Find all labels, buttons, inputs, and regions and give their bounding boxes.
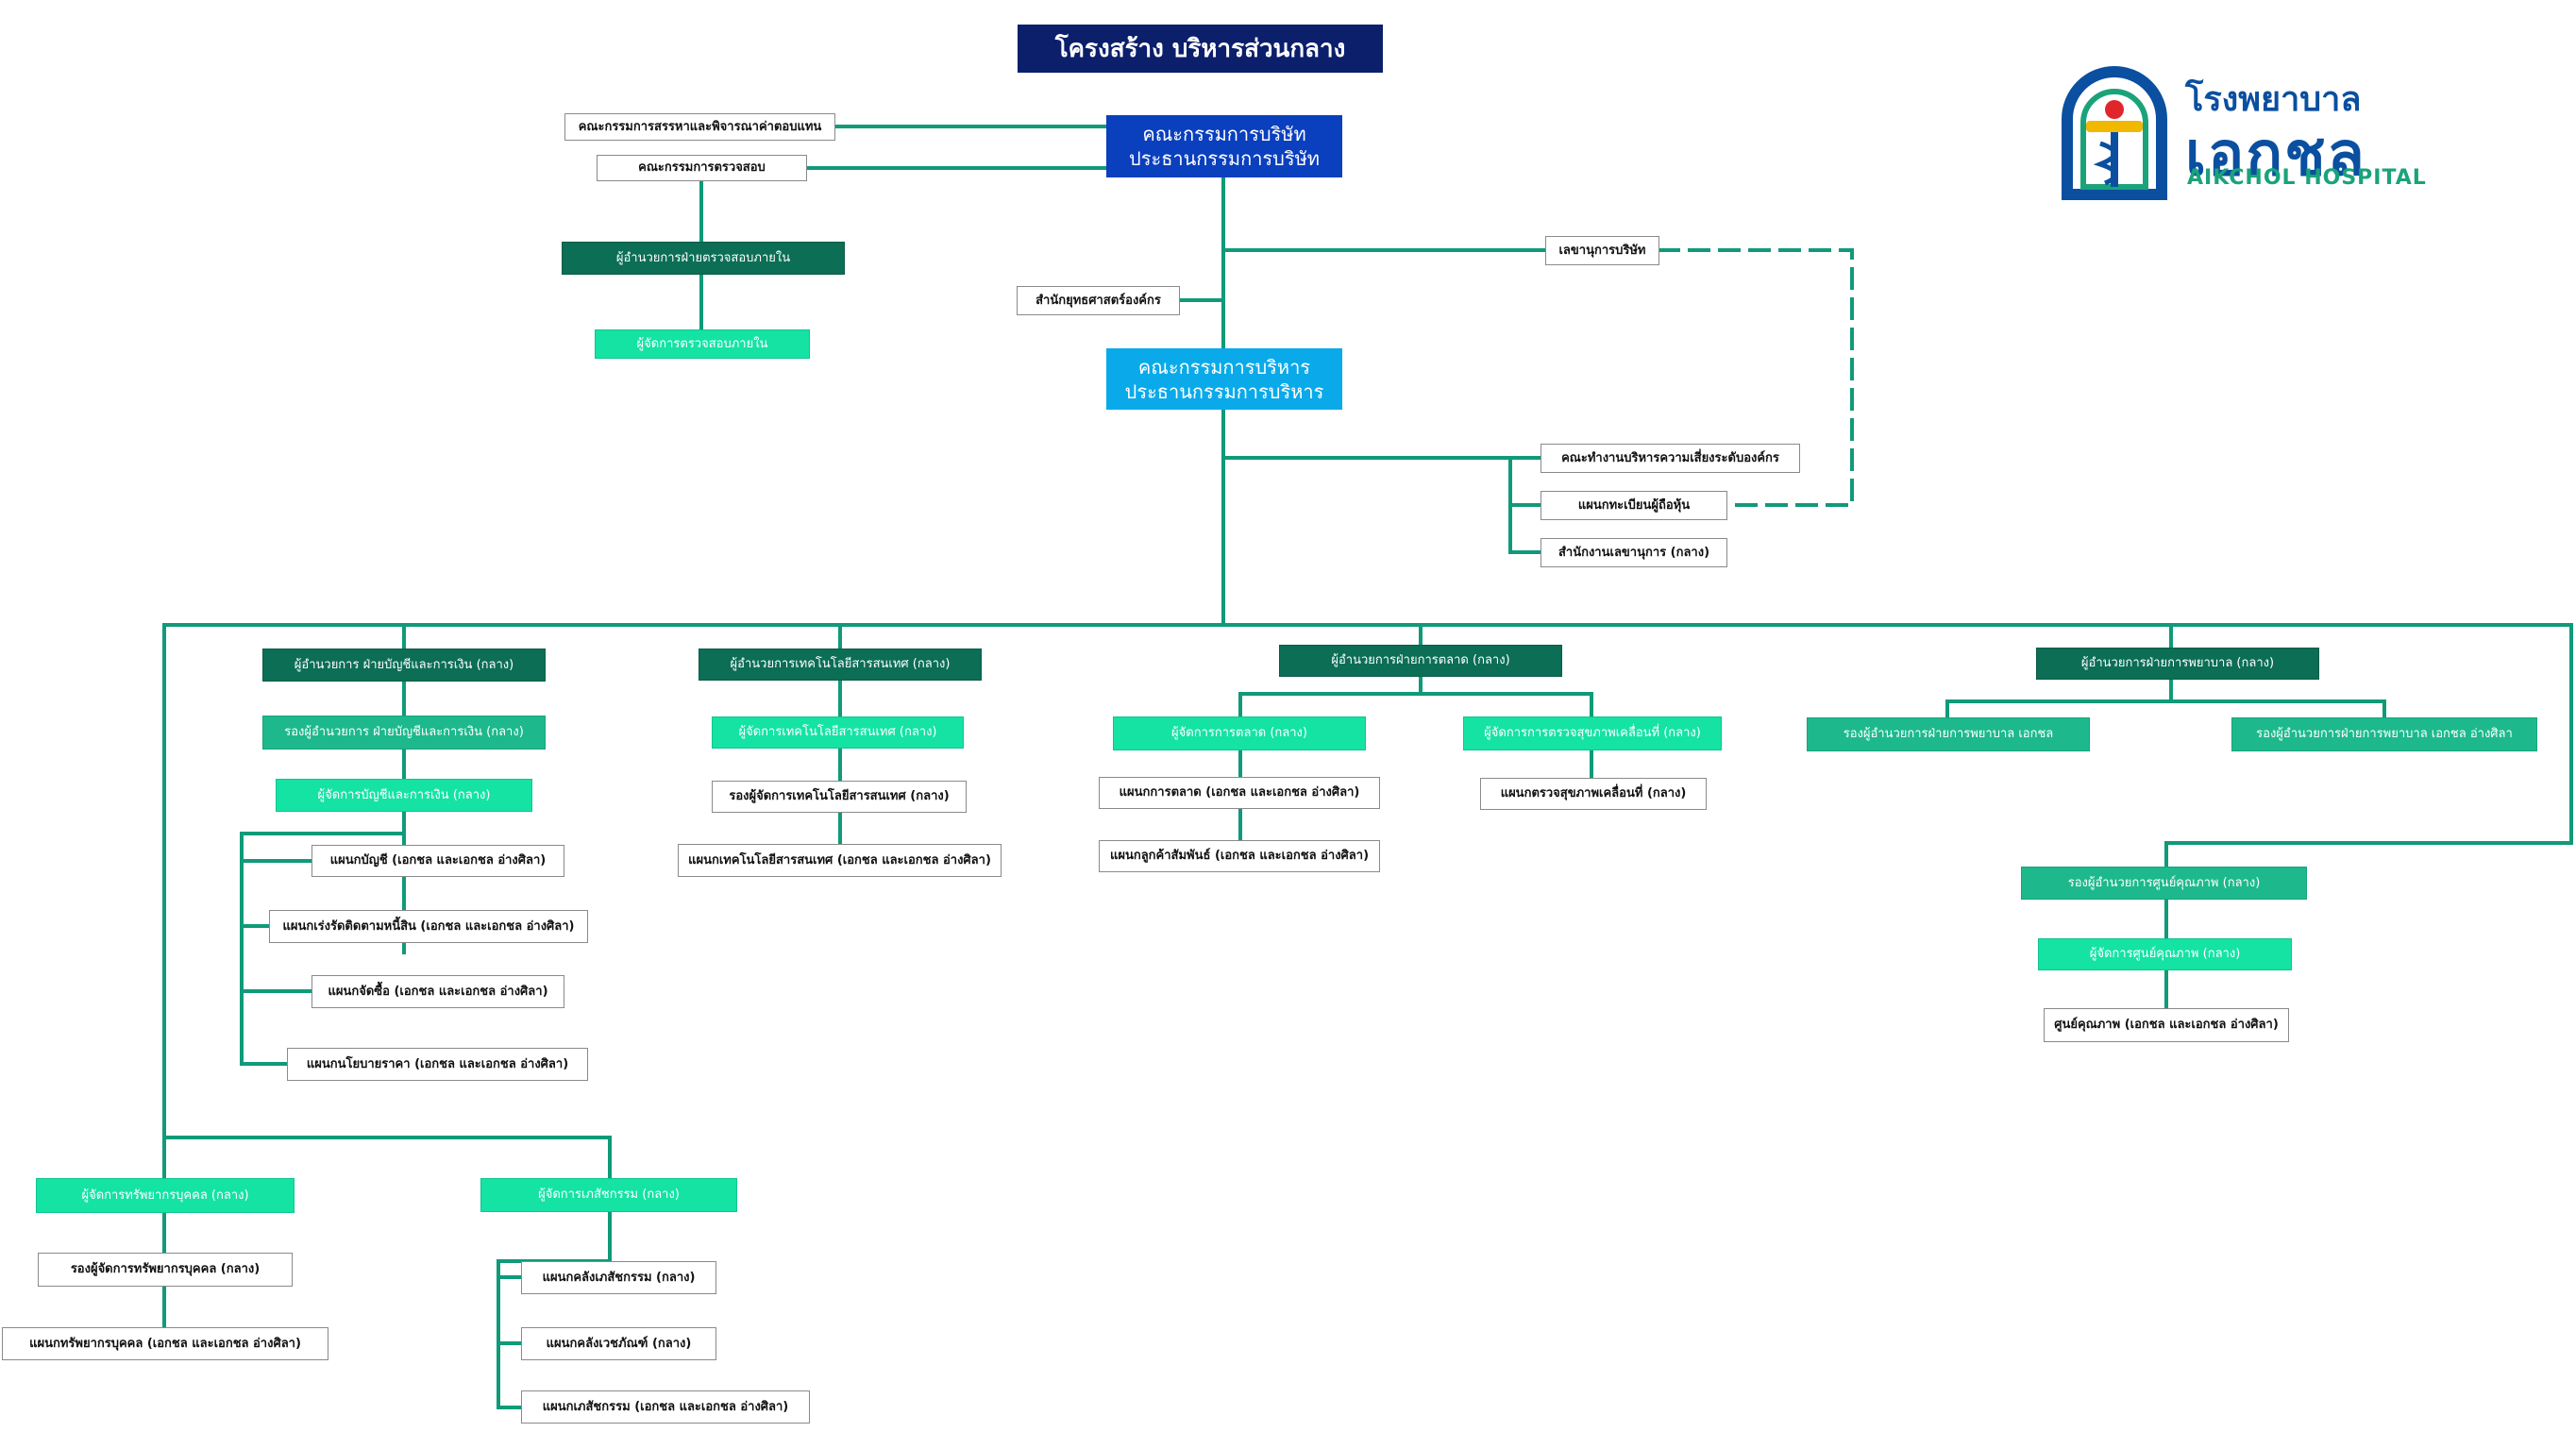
logo-thai-line1: โรงพยาบาล	[2185, 80, 2362, 119]
node-finance-director: ผู้อำนวยการ ฝ่ายบัญชีและการเงิน (กลาง)	[262, 649, 546, 682]
hospital-logo: โรงพยาบาล เอกชล AIKCHOL HOSPITAL	[2053, 62, 2431, 204]
node-dept-hr: แผนกทรัพยากรบุคคล (เอกชล และเอกชล อ่างศิ…	[2, 1327, 328, 1360]
node-executive-committee: คณะกรรมการบริหาร ประธานกรรมการบริหาร	[1106, 348, 1342, 410]
dashed-line-secretary-registry	[1658, 248, 1854, 507]
node-dept-pricing: แผนกนโยบายราคา (เอกชล และเอกชล อ่างศิลา)	[287, 1048, 588, 1081]
node-hr-deputy-manager: รองผู้จัดการทรัพยากรบุคคล (กลาง)	[38, 1253, 293, 1287]
line-marketing-left	[1238, 675, 1423, 858]
node-quality-center: ศูนย์คุณภาพ (เอกชล และเอกชล อ่างศิลา)	[2044, 1008, 2289, 1042]
node-dept-procurement: แผนกจัดซื้อ (เอกชล และเอกชล อ่างศิลา)	[311, 975, 564, 1008]
node-finance-manager: ผู้จัดการบัญชีและการเงิน (กลาง)	[276, 779, 532, 812]
exec-line1: คณะกรรมการบริหาร	[1137, 355, 1311, 379]
node-dept-pharmacy: แผนกเภสัชกรรม (เอกชล และเอกชล อ่างศิลา)	[521, 1390, 810, 1424]
node-it-manager: ผู้จัดการเทคโนโลยีสารสนเทศ (กลาง)	[712, 716, 964, 749]
page-title: โครงสร้าง บริหารส่วนกลาง	[1018, 25, 1383, 73]
node-nursing-director: ผู้อำนวยการฝ่ายการพยาบาล (กลาง)	[2036, 648, 2319, 680]
node-quality-deputy: รองผู้อำนวยการศูนย์คุณภาพ (กลาง)	[2021, 867, 2307, 900]
node-mobile-health-manager: ผู้จัดการการตรวจสุขภาพเคลื่อนที่ (กลาง)	[1463, 716, 1722, 750]
board-line1: คณะกรรมการบริษัท	[1142, 123, 1306, 145]
node-nomination-committee: คณะกรรมการสรรหาและพิจารณาค่าตอบแทน	[564, 113, 835, 141]
line-marketing-right	[1419, 692, 1593, 796]
node-marketing-manager: ผู้จัดการการตลาด (กลาง)	[1113, 716, 1366, 750]
node-shareholder-registry: แผนกทะเบียนผู้ถือหุ้น	[1541, 491, 1727, 520]
node-finance-deputy: รองผู้อำนวยการ ฝ่ายบัญชีและการเงิน (กลาง…	[262, 716, 546, 750]
node-nursing-deputy-angsila: รองผู้อำนวยการฝ่ายการพยาบาล เอกชล อ่างศิ…	[2231, 717, 2537, 751]
node-secretary-office: สำนักงานเลขานุการ (กลาง)	[1541, 538, 1727, 567]
line-nursing-left	[1945, 678, 2173, 719]
node-dept-mobile-health: แผนกตรวจสุขภาพเคลื่อนที่ (กลาง)	[1480, 778, 1707, 810]
line-nursing-right	[2169, 699, 2386, 719]
line-finance-bracket	[240, 832, 406, 1066]
node-dept-customer-relations: แผนกลูกค้าสัมพันธ์ (เอกชล และเอกชล อ่างศ…	[1099, 840, 1380, 872]
node-company-secretary: เลขานุการบริษัท	[1545, 236, 1659, 265]
node-dept-drug-store: แผนกคลังเภสัชกรรม (กลาง)	[521, 1261, 716, 1294]
exec-line2: ประธานกรรมการบริหาร	[1124, 379, 1324, 403]
node-dept-medical-supply: แผนกคลังเวชภัณฑ์ (กลาง)	[521, 1327, 716, 1360]
node-internal-audit-director: ผู้อำนวยการฝ่ายตรวจสอบภายใน	[562, 242, 845, 275]
node-dept-marketing: แผนกการตลาด (เอกชล และเอกชล อ่างศิลา)	[1099, 777, 1380, 809]
logo-thai-line2: เอกชล	[2185, 120, 2366, 190]
node-dept-it: แผนกเทคโนโลยีสารสนเทศ (เอกชล และเอกชล อ่…	[678, 844, 1002, 877]
node-quality-manager: ผู้จัดการศูนย์คุณภาพ (กลาง)	[2038, 938, 2292, 970]
node-risk-working-group: คณะทำงานบริหารความเสี่ยงระดับองค์กร	[1541, 444, 1800, 473]
hospital-emblem-icon	[2062, 66, 2167, 200]
node-audit-committee: คณะกรรมการตรวจสอบ	[597, 155, 807, 181]
logo-english: AIKCHOL HOSPITAL	[2187, 166, 2427, 190]
node-strategy-office: สำนักยุทธศาสตร์องค์กร	[1017, 286, 1180, 315]
node-nursing-deputy-aikchol: รองผู้อำนวยการฝ่ายการพยาบาล เอกชล	[1807, 717, 2090, 751]
node-it-deputy-manager: รองผู้จัดการเทคโนโลยีสารสนเทศ (กลาง)	[712, 781, 967, 813]
node-it-director: ผู้อำนวยการเทคโนโลยีสารสนเทศ (กลาง)	[699, 649, 982, 681]
node-board: คณะกรรมการบริษัท ประธานกรรมการบริษัท	[1106, 115, 1342, 177]
node-dept-collection: แผนกเร่งรัดติดตามหนี้สิน (เอกชล และเอกชล…	[269, 910, 588, 943]
node-hr-manager: ผู้จัดการทรัพยากรบุคคล (กลาง)	[36, 1178, 295, 1213]
node-pharmacy-manager: ผู้จัดการเภสัชกรรม (กลาง)	[480, 1178, 737, 1212]
node-internal-audit-manager: ผู้จัดการตรวจสอบภายใน	[595, 329, 810, 359]
line-to-pharmacy	[162, 1136, 612, 1180]
node-dept-accounting: แผนกบัญชี (เอกชล และเอกชล อ่างศิลา)	[311, 845, 564, 877]
board-line2: ประธานกรรมการบริษัท	[1129, 147, 1320, 170]
node-marketing-director: ผู้อำนวยการฝ่ายการตลาด (กลาง)	[1279, 645, 1562, 677]
